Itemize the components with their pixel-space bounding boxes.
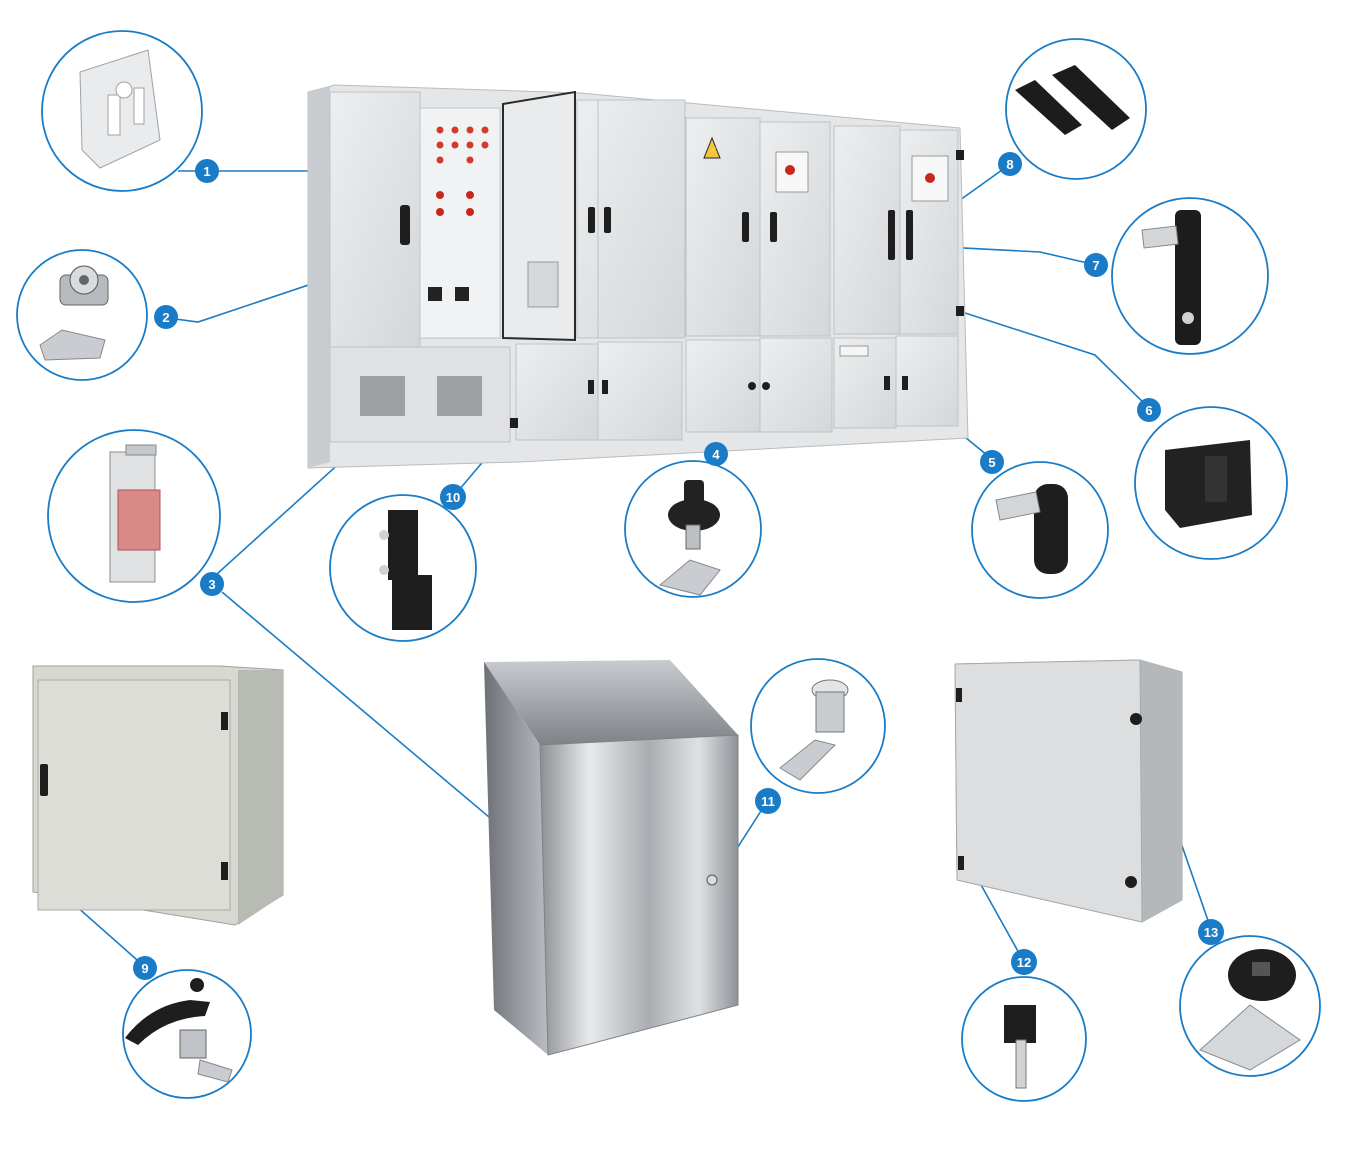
lever-handle	[40, 764, 48, 796]
wall-cabinet-light	[954, 659, 1183, 923]
line-3b	[221, 591, 541, 861]
svg-text:10: 10	[446, 490, 460, 505]
svg-text:2: 2	[162, 310, 169, 325]
marker-1: 1	[195, 159, 219, 183]
marker-8: 8	[998, 152, 1022, 176]
part-pin-hinge	[1004, 1005, 1036, 1089]
vent-right	[437, 376, 482, 416]
marker-4: 4	[704, 442, 728, 466]
part-key-cam-lock	[658, 480, 721, 596]
part-black-hinge	[1165, 440, 1252, 528]
marker-7: 7	[1084, 253, 1108, 277]
svg-text:11: 11	[761, 794, 775, 809]
detail-circle-8	[1005, 38, 1147, 180]
part-lever-latch	[995, 484, 1068, 574]
marker-2: 2	[154, 305, 178, 329]
part-swing-handle	[1141, 210, 1201, 345]
svg-text:13: 13	[1204, 925, 1218, 940]
marker-12: 12	[1011, 949, 1037, 975]
marker-9: 9	[133, 956, 157, 980]
part-concealed-hinge	[379, 510, 432, 630]
switchgear-cabinet: ⚡	[307, 84, 969, 469]
svg-text:3: 3	[208, 577, 215, 592]
marker-5: 5	[980, 450, 1004, 474]
part-lift-off-hinge	[109, 444, 161, 583]
stainless-cabinet	[484, 660, 739, 1056]
marker-11: 11	[755, 788, 781, 814]
part-stainless-cam-lock	[779, 679, 849, 781]
vent-left	[360, 376, 405, 416]
svg-text:6: 6	[1145, 403, 1152, 418]
svg-text:12: 12	[1017, 955, 1031, 970]
warning-symbol: ⚡	[708, 146, 719, 158]
part-wing-knob	[1199, 949, 1301, 1071]
svg-text:4: 4	[712, 447, 720, 462]
svg-text:9: 9	[141, 961, 148, 976]
marker-6: 6	[1137, 398, 1161, 422]
marker-13: 13	[1198, 919, 1224, 945]
part-illustrations	[39, 49, 1301, 1089]
svg-text:7: 7	[1092, 258, 1099, 273]
part-gasket	[1015, 65, 1130, 135]
wall-cabinet-grey	[32, 665, 284, 926]
handle-left	[400, 205, 410, 245]
part-lever-handle	[125, 978, 233, 1083]
svg-text:5: 5	[988, 455, 995, 470]
marker-10: 10	[440, 484, 466, 510]
marker-3: 3	[200, 572, 224, 596]
warning-sign	[703, 136, 721, 159]
indicator-lights	[436, 126, 489, 216]
part-quarter-turn-lock	[39, 265, 109, 361]
part-hinge-plate	[79, 49, 161, 169]
line-6	[961, 311, 1151, 410]
svg-text:8: 8	[1006, 157, 1013, 172]
number-markers: 1 2 3 4 5 6 7 8 9 10 11 12 13	[133, 152, 1224, 980]
hinge-plate-small	[527, 261, 559, 308]
svg-text:1: 1	[203, 164, 210, 179]
